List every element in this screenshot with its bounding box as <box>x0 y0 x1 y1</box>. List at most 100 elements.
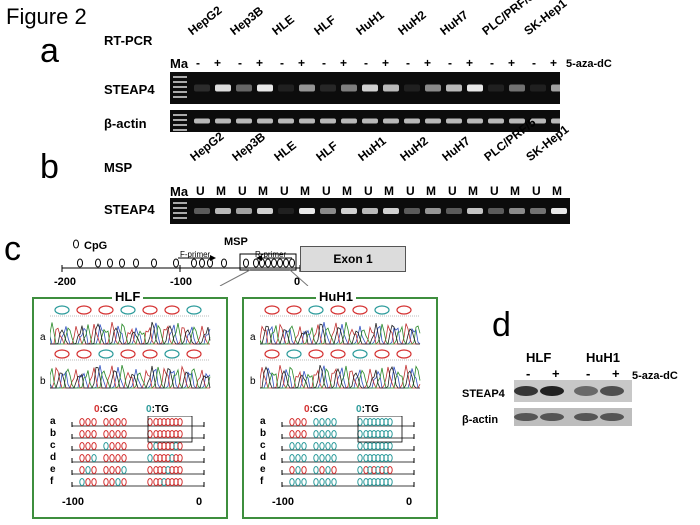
panel-b-method: MSP <box>104 160 133 175</box>
cg-site <box>85 418 91 426</box>
cg-site <box>319 466 325 474</box>
tg-site <box>295 478 301 486</box>
tg-site <box>301 454 307 462</box>
panel-b-lane-m: M <box>300 184 310 198</box>
tg-site <box>387 442 393 450</box>
msp-region-outline <box>357 416 403 443</box>
cg-site <box>121 442 127 450</box>
methylation-call-circle <box>396 349 412 359</box>
huh1-clone-methylation-map <box>281 416 415 487</box>
tg-site <box>85 466 91 474</box>
tg-site <box>313 442 319 450</box>
cg-site <box>177 418 183 426</box>
marker-ladder-band <box>173 114 187 116</box>
panel-a-sign-plus: + <box>508 56 516 70</box>
marker-ladder-band <box>173 86 187 88</box>
cg-site <box>109 442 115 450</box>
tg-site <box>331 430 337 438</box>
panel-b-lane-m: M <box>552 184 562 198</box>
msp-region-box <box>239 253 297 271</box>
tg-site <box>357 454 363 462</box>
tg-site <box>313 418 319 426</box>
panel-b-cell-line: HuH1 <box>355 133 389 164</box>
methylation-call-circle <box>264 349 280 359</box>
tg-site <box>331 442 337 450</box>
cg-site <box>331 466 337 474</box>
methylation-call-circle <box>186 305 202 315</box>
marker-ladder-band <box>173 202 187 204</box>
marker-ladder-band <box>173 119 187 121</box>
steap4-protein-band <box>574 386 598 396</box>
steap4-protein-band <box>600 386 624 396</box>
cpg-site <box>289 258 295 268</box>
tg-site <box>331 478 337 486</box>
marker-ladder-band <box>173 129 187 131</box>
cg-site <box>289 430 295 438</box>
tg-site <box>301 442 307 450</box>
f-primer-label: F-primer <box>180 250 211 259</box>
marker-ladder-band <box>173 212 187 214</box>
cg-site <box>121 430 127 438</box>
steap4-band <box>194 84 210 92</box>
panel-b-lane-u: U <box>196 184 205 198</box>
tg-site <box>325 466 331 474</box>
panel-a-letter: a <box>40 32 59 70</box>
cg-site <box>301 466 307 474</box>
panel-b-cell-line: Hep3B <box>229 129 268 164</box>
steap4-band <box>404 84 420 92</box>
cpg-site <box>221 258 227 268</box>
hlf-box-title: HLF <box>112 289 144 304</box>
actin-band <box>215 118 231 124</box>
cg-site <box>177 478 183 486</box>
panel-a-row-actin: β-actin <box>104 116 147 131</box>
panel-b-gel <box>170 198 570 224</box>
cg-site <box>147 418 153 426</box>
panel-b-lane-u: U <box>322 184 331 198</box>
tg-site <box>319 418 325 426</box>
steap4-band <box>278 84 294 92</box>
cg-site <box>289 418 295 426</box>
steap4-msp-bands <box>173 202 567 219</box>
clone-label: d <box>260 452 267 463</box>
huh1-legend-cg: 0:CG <box>304 404 328 415</box>
cpg-site <box>265 258 271 268</box>
panel-a-cell-line: HLF <box>311 12 339 38</box>
cg-site <box>301 430 307 438</box>
marker-ladder-band <box>173 96 187 98</box>
blot-strip-actin <box>514 408 632 426</box>
cg-site <box>91 418 97 426</box>
hlf-axis-tick-0: 0 <box>196 496 203 508</box>
actin-band <box>257 118 273 124</box>
tg-site <box>357 418 363 426</box>
tg-site <box>295 442 301 450</box>
tg-site <box>331 454 337 462</box>
hlf-trace-label-b: b <box>40 376 46 387</box>
huh1-axis-tick-100: -100 <box>272 496 295 508</box>
tg-site <box>357 466 363 474</box>
panel-a-cell-line: HuH1 <box>353 7 387 39</box>
methylation-call-circle <box>142 349 158 359</box>
cg-site <box>79 466 85 474</box>
panel-a-treatment-label: 5-aza-dC <box>566 58 612 70</box>
tg-site <box>357 430 363 438</box>
panel-b-lane-m: M <box>384 184 394 198</box>
r-primer-label: R-primer <box>255 250 287 259</box>
methylation-call-circle <box>264 305 280 315</box>
tg-site <box>387 430 393 438</box>
panel-a-cell-line: HuH7 <box>437 7 471 39</box>
cpg-site <box>173 258 179 268</box>
methylation-call-circle <box>76 349 92 359</box>
methylation-call-circle <box>396 305 412 315</box>
panel-a-gel-steap4 <box>170 72 567 104</box>
cg-site <box>115 466 121 474</box>
tg-site <box>357 442 363 450</box>
cpg-site <box>277 258 283 268</box>
tg-site <box>79 478 85 486</box>
panel-d-sign-2: + <box>552 366 560 381</box>
panel-d-treatment-label: 5-aza-dC <box>632 370 678 382</box>
panel-a-method: RT-PCR <box>104 33 153 48</box>
actin-band <box>425 118 441 124</box>
r-primer-arrowhead <box>256 255 262 261</box>
actin-rtpcr-bands <box>173 114 567 131</box>
